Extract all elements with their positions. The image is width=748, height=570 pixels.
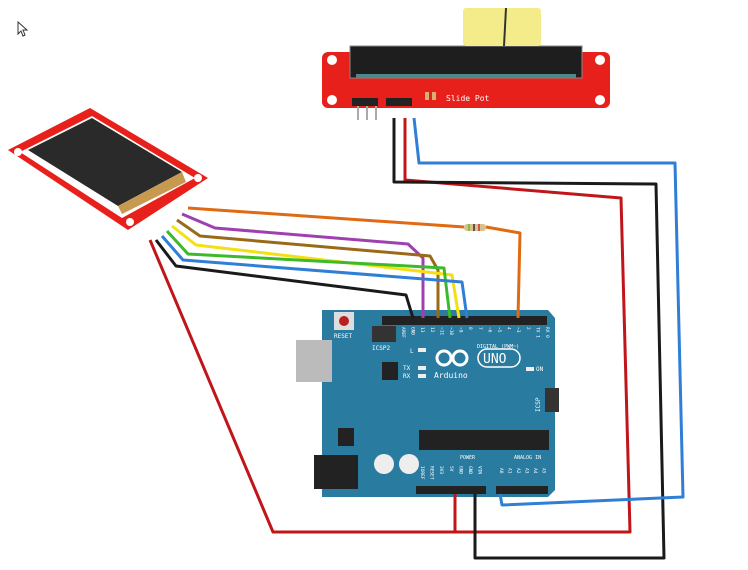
slide-pot-label: Slide Pot [446,94,490,103]
pin-label: 4 [506,327,512,330]
icsp-label: ICSP [535,397,542,412]
wire-black-pot-gnd [392,118,666,560]
power-header [416,486,486,494]
led-tx-label: TX [403,365,411,372]
model-label: UNO [483,352,507,367]
pin-label: GND [467,466,473,474]
tft-display-module [8,108,208,230]
usb-port [296,340,332,382]
pin-label: ~6 [486,327,492,333]
wire-red-tft-vcc [148,118,632,534]
digital-header [382,316,547,325]
wire-brown-d11 [176,218,440,318]
led-l-label: L [410,348,414,355]
wire-green-d10 [165,229,452,319]
pin-label: A0 [498,468,504,474]
pin-label: ~10 [448,327,454,335]
analog-label: ANALOG IN [514,455,541,461]
slide-potentiometer: Slide Pot [322,7,610,120]
wire-blue-pot-a0 [412,117,685,507]
pin-label: A3 [524,468,530,474]
pin-label: A1 [507,468,513,474]
pin-label: VIN [477,466,483,474]
wire-blue-d8 [160,235,469,319]
pin-label: A5 [541,468,547,474]
pin-label: 12 [429,327,435,333]
digital-label: DIGITAL (PWM~) [477,344,519,350]
pin-label: ~3 [515,327,521,333]
microcontroller-chip [419,430,549,450]
pin-label: GND [410,327,416,335]
arduino-logo: UNO Arduino [434,348,521,380]
resistor [464,224,486,231]
pin-label: IOREF [419,466,425,480]
analog-header [496,486,548,494]
pin-label: AREF [400,327,406,338]
mouse-pointer-icon [17,20,29,37]
led-rx-label: RX [403,373,411,380]
pin-label: A2 [515,468,521,474]
pin-label: A4 [532,468,538,474]
wire-black-gnd [154,239,415,319]
power-jack [314,455,358,489]
pin-label: ~11 [438,327,444,335]
pin-label: ~9 [458,327,464,333]
pin-label: 2 [525,327,531,330]
power-label: POWER [460,455,476,461]
pin-label: ~5 [496,327,502,333]
pin-label: 3V3 [438,466,444,474]
pin-label: 7 [477,327,483,330]
wire-orange-d3-b [485,225,522,319]
pin-label: RX 0 [544,327,550,338]
pin-label: GND [457,466,463,474]
led-on-label: ON [536,366,544,373]
icsp2-label: ICSP2 [372,345,390,352]
slider-knob[interactable] [463,8,541,46]
pin-label: 5V [448,466,454,472]
pin-label: 8 [467,327,473,330]
pin-label: 13 [419,327,425,333]
arduino-uno-board: RESET ICSP2 DIGITAL (PWM~) L TX RX ON UN… [296,310,559,497]
pin-label: TX 1 [534,327,540,338]
pin-label: RESET [429,466,435,480]
brand-label: Arduino [434,371,468,380]
reset-label: RESET [334,333,352,340]
wire-orange-d3 [187,206,465,229]
